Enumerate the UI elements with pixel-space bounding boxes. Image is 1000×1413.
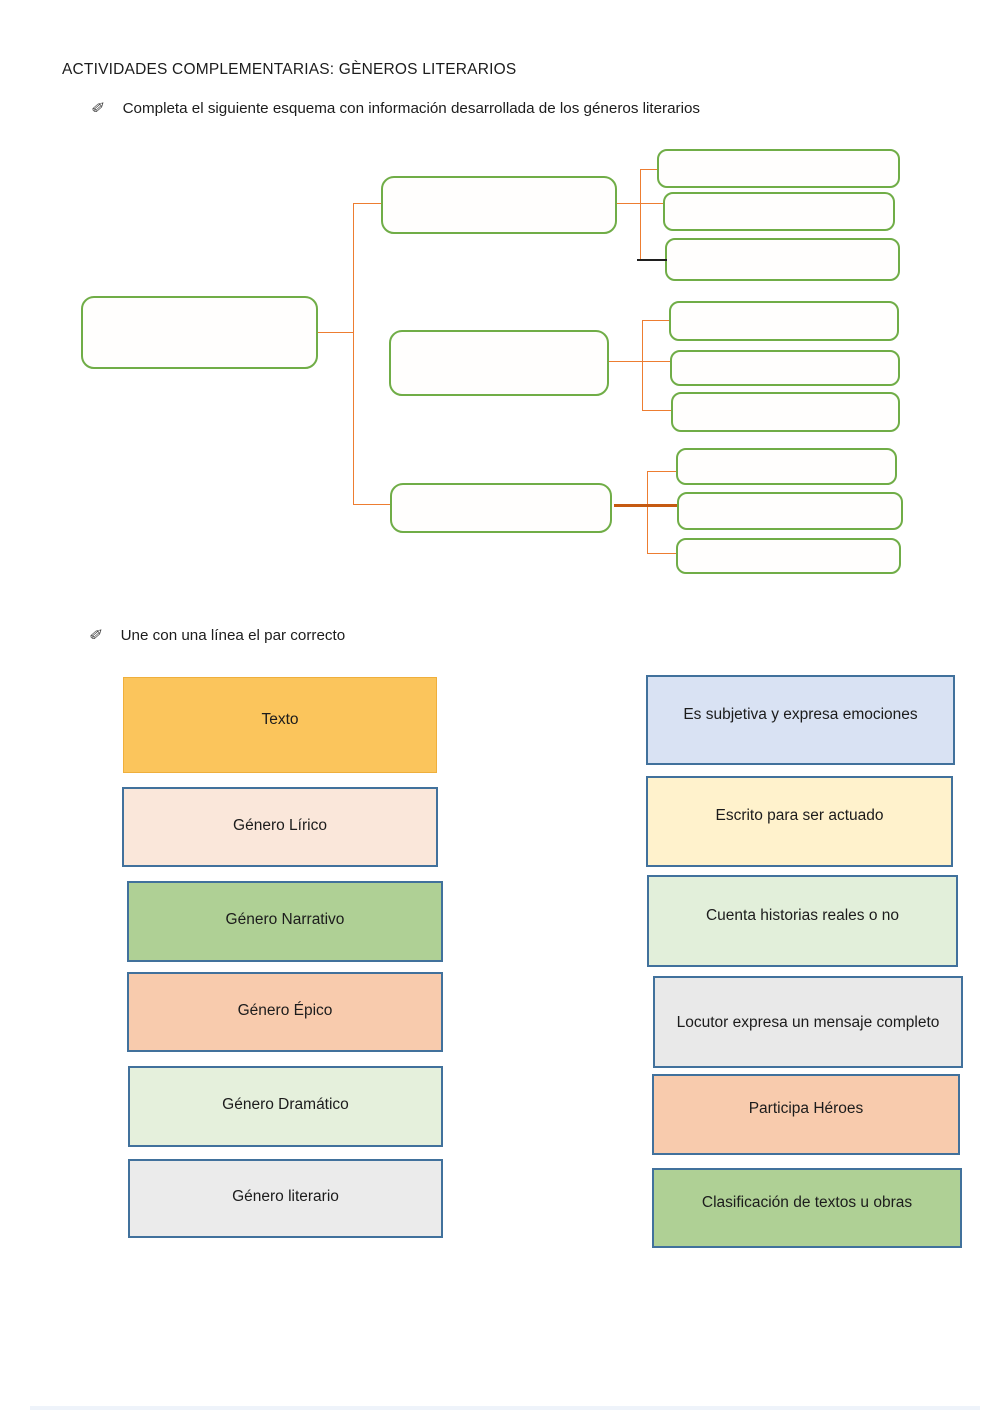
connector-line — [353, 203, 381, 204]
connector-line — [640, 169, 641, 260]
connector-line — [642, 410, 671, 411]
connector-line — [318, 332, 353, 333]
connector-line — [353, 504, 390, 505]
match-label: Es subjetiva y expresa emociones — [683, 705, 918, 723]
scheme-root-box[interactable] — [81, 296, 318, 369]
scheme-branch-2-box[interactable] — [389, 330, 609, 396]
pencil-icon: ✐ — [89, 627, 104, 644]
connector-line — [642, 320, 643, 411]
connector-line — [640, 169, 657, 170]
instruction-text: Completa el siguiente esquema con inform… — [122, 100, 701, 117]
scheme-leaf-2-1-box[interactable] — [669, 301, 899, 341]
match-left-genero-dramatico[interactable]: Género Dramático — [128, 1066, 443, 1147]
instruction-text: Une con una línea el par correcto — [120, 627, 346, 644]
pencil-icon: ✐ — [91, 100, 106, 117]
match-label: Clasificación de textos u obras — [701, 1193, 913, 1211]
match-label: Texto — [261, 710, 299, 728]
match-right-clasificacion-textos[interactable]: Clasificación de textos u obras — [652, 1168, 962, 1248]
match-label: Género Narrativo — [225, 911, 345, 928]
connector-line — [647, 471, 648, 554]
scheme-leaf-2-3-box[interactable] — [671, 392, 900, 432]
scheme-leaf-3-2-box[interactable] — [677, 492, 903, 530]
match-label: Género Dramático — [222, 1096, 349, 1113]
connector-line-black — [637, 259, 667, 261]
scheme-leaf-2-2-box[interactable] — [670, 350, 900, 386]
scheme-leaf-3-1-box[interactable] — [676, 448, 897, 485]
match-label: Género literario — [232, 1188, 339, 1205]
connector-line — [609, 361, 670, 362]
instruction-complete-scheme: ✐ Completa el siguiente esquema con info… — [91, 100, 852, 118]
match-left-genero-literario[interactable]: Género literario — [128, 1159, 443, 1238]
match-label: Género Épico — [237, 1001, 333, 1019]
match-right-subjetiva-emociones[interactable]: Es subjetiva y expresa emociones — [646, 675, 955, 765]
page-bottom-edge — [30, 1406, 980, 1410]
match-right-participa-heroes[interactable]: Participa Héroes — [652, 1074, 960, 1155]
match-label: Locutor expresa un mensaje completo — [676, 1013, 940, 1031]
scheme-leaf-1-1-box[interactable] — [657, 149, 900, 188]
match-left-genero-epico[interactable]: Género Épico — [127, 972, 443, 1052]
connector-line — [647, 471, 676, 472]
match-label: Género Lírico — [233, 816, 327, 834]
match-right-cuenta-historias[interactable]: Cuenta historias reales o no — [647, 875, 958, 967]
instruction-match-pairs: ✐ Une con una línea el par correcto — [89, 627, 690, 645]
page-title: ACTIVIDADES COMPLEMENTARIAS: GÈNEROS LIT… — [62, 61, 517, 78]
connector-line — [617, 203, 663, 204]
match-label: Participa Héroes — [748, 1100, 864, 1117]
scheme-branch-1-box[interactable] — [381, 176, 617, 234]
connector-line-thick — [614, 504, 677, 507]
scheme-leaf-1-3-box[interactable] — [665, 238, 900, 281]
match-left-texto[interactable]: Texto — [123, 677, 437, 773]
match-label: Cuenta historias reales o no — [705, 906, 899, 924]
connector-line — [642, 320, 669, 321]
scheme-leaf-3-3-box[interactable] — [676, 538, 901, 574]
scheme-branch-3-box[interactable] — [390, 483, 612, 533]
match-right-locutor-mensaje[interactable]: Locutor expresa un mensaje completo — [653, 976, 963, 1068]
match-left-genero-narrativo[interactable]: Género Narrativo — [127, 881, 443, 962]
match-label: Escrito para ser actuado — [715, 807, 884, 824]
match-right-escrito-actuado[interactable]: Escrito para ser actuado — [646, 776, 953, 867]
connector-line — [647, 553, 676, 554]
scheme-leaf-1-2-box[interactable] — [663, 192, 895, 231]
connector-line — [353, 203, 354, 505]
match-left-genero-lirico[interactable]: Género Lírico — [122, 787, 438, 867]
